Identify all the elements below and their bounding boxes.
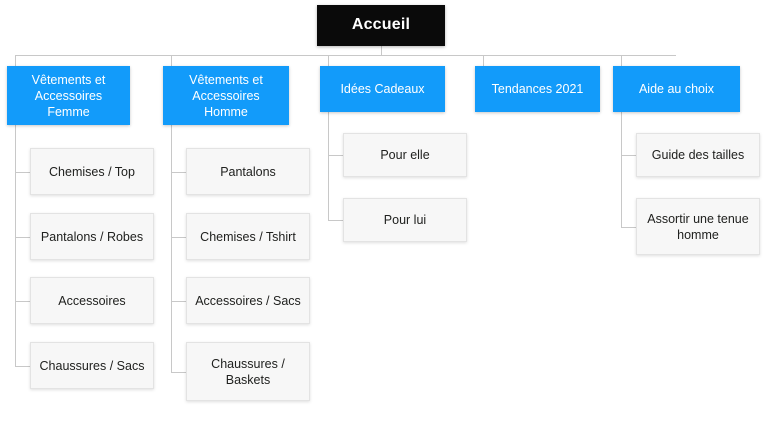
leaf-node-chaussures-baskets[interactable]: Chaussures / Baskets: [186, 342, 310, 401]
child-stub-pantalons-homme: [171, 172, 186, 173]
branch-drop-vetements-homme: [171, 55, 172, 66]
leaf-node-guide-des-tailles-label: Guide des tailles: [651, 148, 745, 162]
leaf-node-chemises-tshirt-label: Chemises / Tshirt: [200, 229, 296, 244]
leaf-node-assortir-tenue-label: Assortir une tenue homme: [647, 211, 749, 242]
leaf-node-chemises-tshirt[interactable]: Chemises / Tshirt: [186, 213, 310, 260]
root-node-accueil[interactable]: Accueil: [317, 5, 445, 46]
category-node-vetements-homme[interactable]: Vêtements et Accessoires Homme: [163, 66, 289, 125]
category-node-vetements-homme-label: Vêtements et Accessoires Homme: [189, 72, 263, 119]
leaf-node-accessoires-sacs-label: Accessoires / Sacs: [195, 293, 301, 308]
child-stub-pour-lui: [328, 220, 343, 221]
leaf-node-accessoires-sacs[interactable]: Accessoires / Sacs: [186, 277, 310, 324]
branch-drop-tendances-2021: [483, 55, 484, 66]
child-stub-chemises-top: [15, 172, 30, 173]
leaf-node-pour-elle[interactable]: Pour elle: [343, 133, 467, 177]
child-stub-accessoires-femme: [15, 301, 30, 302]
child-stub-chemises-tshirt: [171, 237, 186, 238]
child-stub-assortir-tenue: [621, 227, 636, 228]
leaf-node-pour-lui-label: Pour lui: [383, 213, 427, 227]
leaf-node-chemises-top[interactable]: Chemises / Top: [30, 148, 154, 195]
branch-drop-vetements-femme: [15, 55, 16, 66]
leaf-node-pantalons-robes-label: Pantalons / Robes: [40, 229, 144, 244]
child-stub-chaussures-baskets: [171, 372, 186, 373]
branch-drop-idees-cadeaux: [328, 55, 329, 66]
leaf-node-guide-des-tailles[interactable]: Guide des tailles: [636, 133, 760, 177]
category-node-aide-au-choix-label: Aide au choix: [638, 82, 715, 96]
category-node-vetements-femme[interactable]: Vêtements et Accessoires Femme: [7, 66, 130, 125]
leaf-node-chemises-top-label: Chemises / Top: [49, 164, 135, 179]
leaf-node-pantalons-homme[interactable]: Pantalons: [186, 148, 310, 195]
child-stub-pour-elle: [328, 155, 343, 156]
leaf-node-chaussures-sacs[interactable]: Chaussures / Sacs: [30, 342, 154, 389]
root-node-accueil-label: Accueil: [351, 16, 411, 34]
leaf-node-accessoires-femme-label: Accessoires: [58, 293, 126, 308]
child-stub-chaussures-sacs: [15, 366, 30, 367]
child-stub-pantalons-robes: [15, 237, 30, 238]
leaf-node-pour-lui[interactable]: Pour lui: [343, 198, 467, 242]
leaf-node-pantalons-robes[interactable]: Pantalons / Robes: [30, 213, 154, 260]
child-spine-vetements-homme: [171, 125, 172, 372]
leaf-node-assortir-tenue[interactable]: Assortir une tenue homme: [636, 198, 760, 255]
leaf-node-accessoires-femme[interactable]: Accessoires: [30, 277, 154, 324]
root-stem: [381, 46, 382, 55]
leaf-node-pantalons-homme-label: Pantalons: [220, 164, 276, 179]
child-stub-accessoires-sacs: [171, 301, 186, 302]
child-spine-aide-au-choix: [621, 112, 622, 227]
child-stub-guide-des-tailles: [621, 155, 636, 156]
category-node-aide-au-choix[interactable]: Aide au choix: [613, 66, 740, 112]
child-spine-vetements-femme: [15, 125, 16, 366]
branch-drop-aide-au-choix: [621, 55, 622, 66]
category-node-tendances-2021[interactable]: Tendances 2021: [475, 66, 600, 112]
category-node-idees-cadeaux[interactable]: Idées Cadeaux: [320, 66, 445, 112]
category-node-tendances-2021-label: Tendances 2021: [491, 82, 584, 96]
leaf-node-pour-elle-label: Pour elle: [380, 148, 430, 162]
child-spine-idees-cadeaux: [328, 112, 329, 220]
top-level-bus: [15, 55, 676, 56]
leaf-node-chaussures-sacs-label: Chaussures / Sacs: [39, 358, 145, 373]
category-node-vetements-femme-label: Vêtements et Accessoires Femme: [31, 72, 106, 119]
leaf-node-chaussures-baskets-label: Chaussures / Baskets: [211, 356, 285, 387]
category-node-idees-cadeaux-label: Idées Cadeaux: [340, 82, 425, 96]
